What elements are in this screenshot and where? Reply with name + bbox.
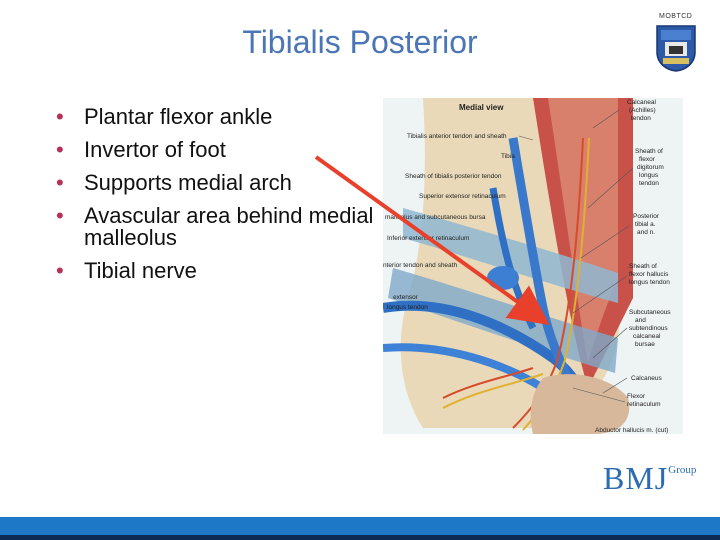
figure-label: Flexor (627, 393, 646, 400)
bullet-text: Invertor of foot (84, 137, 226, 162)
logo-main: BMJ (603, 460, 669, 496)
figure-label: Posterior (633, 213, 660, 220)
bullet-item: • Avascular area behind medial malleolus (56, 205, 374, 249)
bullet-text: Tibial nerve (84, 258, 197, 283)
figure-label: Abductor hallucis m. (cut) (595, 427, 668, 434)
bmj-group-logo: BMJGroup (603, 460, 698, 502)
figure-label: Subcutaneous (629, 309, 671, 316)
figure-label: calcaneal (633, 333, 661, 340)
figure-label: Sheath of (635, 148, 663, 155)
figure-label: flexor hallucis (629, 271, 669, 278)
bullet-item: • Supports medial arch (56, 172, 374, 194)
college-crest-icon (656, 25, 696, 72)
figure-label: bursae (635, 341, 655, 348)
bullet-dot: • (56, 203, 64, 228)
bullet-text: Supports medial arch (84, 170, 292, 195)
figure-label: subtendinous (629, 325, 668, 332)
figure-label: flexor (639, 156, 656, 163)
figure-label: Sheath of tibialis posterior tendon (405, 173, 502, 180)
figure-label: tendon (631, 115, 651, 122)
corner-label: MOBTCD (659, 13, 693, 20)
footer-bar (0, 517, 720, 540)
figure-label: longus tendon (387, 304, 428, 311)
figure-label: Inferior extensor retinaculum (387, 235, 469, 242)
bullet-list: •Plantar flexor ankle •Invertor of foot … (56, 106, 374, 293)
figure-label: Tibialis anterior tendon and sheath (407, 133, 507, 140)
bullet-item: • Plantar flexor ankle (56, 106, 374, 128)
figure-label: and (635, 317, 646, 324)
figure-label: Calcaneal (627, 99, 656, 106)
bullet-dot: • (56, 258, 64, 283)
anatomy-illustration: Medial view Tibialis anterior tendon and… (383, 98, 683, 434)
figure-label: Calcaneus (631, 375, 662, 382)
figure-label: malleolus and subcutaneous bursa (385, 214, 486, 221)
figure-label: tendon (639, 180, 659, 187)
figure-label: Superior extensor retinaculum (419, 193, 506, 200)
figure-label: (Achilles) (629, 107, 656, 114)
bullet-dot: • (56, 170, 64, 195)
figure-label: extensor (393, 294, 419, 301)
bullet-item: • Invertor of foot (56, 139, 374, 161)
logo-suffix: Group (668, 464, 697, 476)
figure-label: nterior tendon and sheath (383, 262, 457, 269)
figure-label: Tibia (501, 153, 515, 160)
bullet-item: • Tibial nerve (56, 260, 374, 282)
figure-label: Sheath of (629, 263, 657, 270)
bullet-dot: • (56, 104, 64, 129)
figure-label: longus (639, 172, 659, 179)
bullet-text: Avascular area behind medial malleolus (84, 203, 374, 250)
bullet-text: Plantar flexor ankle (84, 104, 273, 129)
figure-label: digitorum (637, 164, 664, 171)
figure-label: retinaculum (627, 401, 661, 408)
slide-title: Tibialis Posterior (242, 24, 478, 60)
footer-bar-edge (0, 535, 720, 540)
bullet-dot: • (56, 137, 64, 162)
figure-label: and n. (637, 229, 655, 236)
figure-heading: Medial view (459, 103, 504, 112)
figure-label: tibial a. (635, 221, 656, 228)
figure-label: longus tendon (629, 279, 670, 286)
